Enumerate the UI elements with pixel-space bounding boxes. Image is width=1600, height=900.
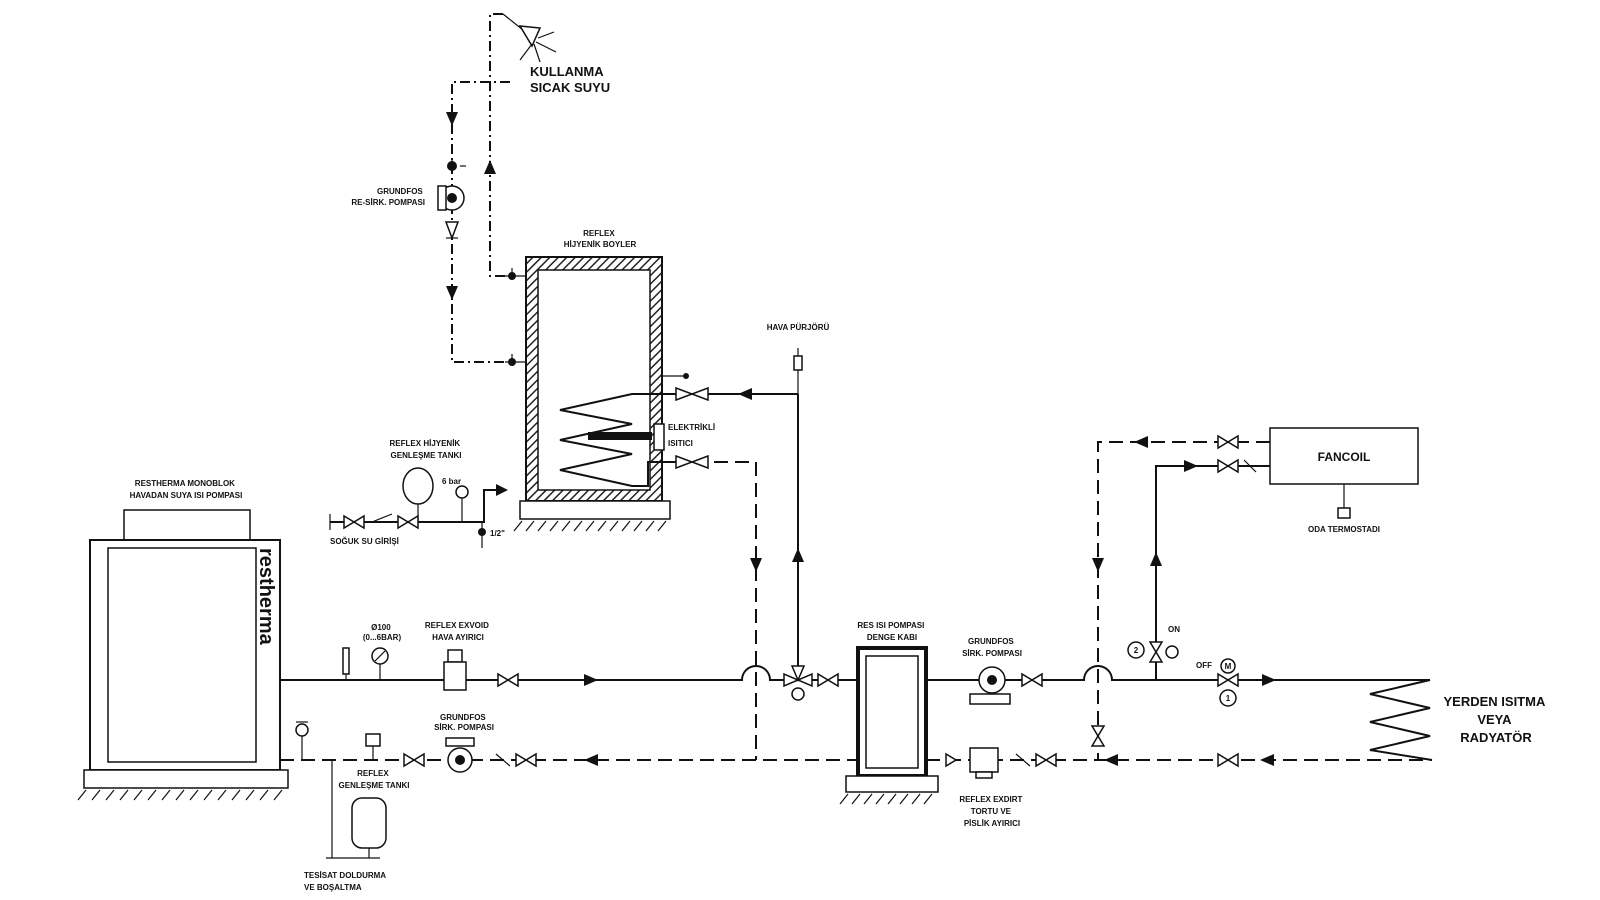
secondary-supply-line xyxy=(926,665,1430,681)
circ-pump-secondary-label: GRUNDFOS SİRK. POMPASI xyxy=(962,637,1022,658)
expansion-tank-icon xyxy=(326,760,387,859)
flow-arrow-icon xyxy=(1134,436,1148,448)
fancoil-unit xyxy=(1269,427,1419,519)
room-thermostat-label: ODA TERMOSTADI xyxy=(1308,525,1380,534)
floor-heating-coil xyxy=(1369,679,1433,761)
circ-pump-primary-label: GRUNDFOS SİRK. POMPASI xyxy=(434,713,494,732)
brand-vertical-logo: restherma xyxy=(255,548,277,646)
coil-return-line xyxy=(672,461,757,760)
room-thermostat-icon xyxy=(1337,507,1351,519)
heating-coil xyxy=(559,393,672,487)
ball-valve-icon xyxy=(675,386,709,470)
dirt-separator-label: REFLEX EXDIRT TORTU VE PİSLİK AYIRICI xyxy=(959,795,1024,828)
hygienic-expansion-tank-icon xyxy=(402,467,434,522)
air-vent-label: HAVA PÜRJÖRÜ xyxy=(767,323,830,332)
safety-valve-icon xyxy=(295,721,309,760)
zone-valve-1-icon xyxy=(1217,658,1239,707)
flow-arrow-icon xyxy=(738,388,752,400)
secondary-circulation-pump-icon xyxy=(969,666,1043,705)
buffer-tank xyxy=(839,646,939,805)
flow-arrow-icon xyxy=(750,558,762,572)
fill-drain-label: TESİSAT DOLDURMA VE BOŞALTMA xyxy=(304,871,388,892)
dhw-recirculation-line xyxy=(451,81,510,363)
dirt-separator-icon xyxy=(945,747,1057,779)
shower-head-icon xyxy=(502,13,557,63)
recirc-pump-label: GRUNDFOS RE-SİRK. POMPASI xyxy=(351,187,425,207)
flow-arrow-icon xyxy=(584,754,598,766)
air-separator-label: REFLEX EXVOID HAVA AYIRICI xyxy=(425,621,491,642)
thermometer-icon xyxy=(342,647,350,680)
flow-arrow-icon xyxy=(1150,552,1162,566)
three-way-valve-icon xyxy=(783,394,839,701)
flow-arrow-icon xyxy=(584,674,598,686)
primary-supply-line xyxy=(280,665,866,681)
flow-arrow-icon xyxy=(792,548,804,562)
motor-label: M xyxy=(1225,662,1232,671)
fancoil-return-line xyxy=(1097,441,1270,760)
dhw-outlet-label: KULLANMA SICAK SUYU xyxy=(530,64,610,95)
return-valve-icon xyxy=(1217,752,1239,768)
valve-on-label: ON xyxy=(1168,625,1180,634)
boiler-label: REFLEX HİJYENİK BOYLER xyxy=(564,229,637,249)
heat-pump-unit xyxy=(77,509,289,801)
cold-water-valves-icon xyxy=(329,485,486,548)
flow-arrow-icon xyxy=(1184,460,1198,472)
primary-circulation-pump-icon xyxy=(403,737,537,773)
fancoil-valves-icon xyxy=(1090,434,1257,747)
hygienic-boiler xyxy=(513,256,672,532)
flow-arrow-icon xyxy=(446,112,458,126)
flow-arrow-icon xyxy=(1260,754,1274,766)
zone-valve-2-icon xyxy=(1127,641,1179,663)
valve-off-label: OFF xyxy=(1196,661,1212,670)
pressure-label: 6 bar xyxy=(442,477,461,486)
manometer-label: Ø100 (0...6BAR) xyxy=(363,623,402,642)
air-separator-icon xyxy=(443,649,519,691)
valve-num-2: 2 xyxy=(1134,646,1139,655)
buffer-tank-label: RES ISI POMPASI DENGE KABI xyxy=(857,621,926,642)
cold-water-label: SOĞUK SU GİRİŞİ xyxy=(330,537,399,546)
flow-arrow-icon xyxy=(1092,558,1104,572)
pipe-size-label: 1/2" xyxy=(490,529,505,538)
flow-arrow-icon xyxy=(1262,674,1276,686)
heat-pump-label: RESTHERMA MONOBLOK HAVADAN SUYA ISI POMP… xyxy=(130,479,243,500)
flow-arrow-icon xyxy=(496,484,508,496)
manometer-icon xyxy=(371,647,389,680)
electric-heater-label: ELEKTRİKLİ ISITICI xyxy=(668,423,717,448)
fancoil-label: FANCOIL xyxy=(1318,450,1371,464)
air-vent-icon xyxy=(793,348,803,394)
dhw-supply-line xyxy=(489,13,505,277)
flow-arrow-icon xyxy=(446,286,458,300)
boiler-nozzle-icon xyxy=(505,268,689,379)
electric-heater-icon xyxy=(653,423,665,451)
floor-heating-label: YERDEN ISITMA VEYA RADYATÖR xyxy=(1444,694,1549,745)
recirculation-pump-icon xyxy=(437,160,466,241)
pressure-switch-icon xyxy=(365,733,381,760)
flow-arrow-icon xyxy=(484,160,496,174)
expansion-tank-label: REFLEX GENLEŞME TANKI xyxy=(339,769,410,790)
hygienic-expansion-label: REFLEX HİJYENİK GENLEŞME TANKI xyxy=(390,439,463,460)
flow-arrow-icon xyxy=(1104,754,1118,766)
valve-num-1: 1 xyxy=(1226,694,1231,703)
